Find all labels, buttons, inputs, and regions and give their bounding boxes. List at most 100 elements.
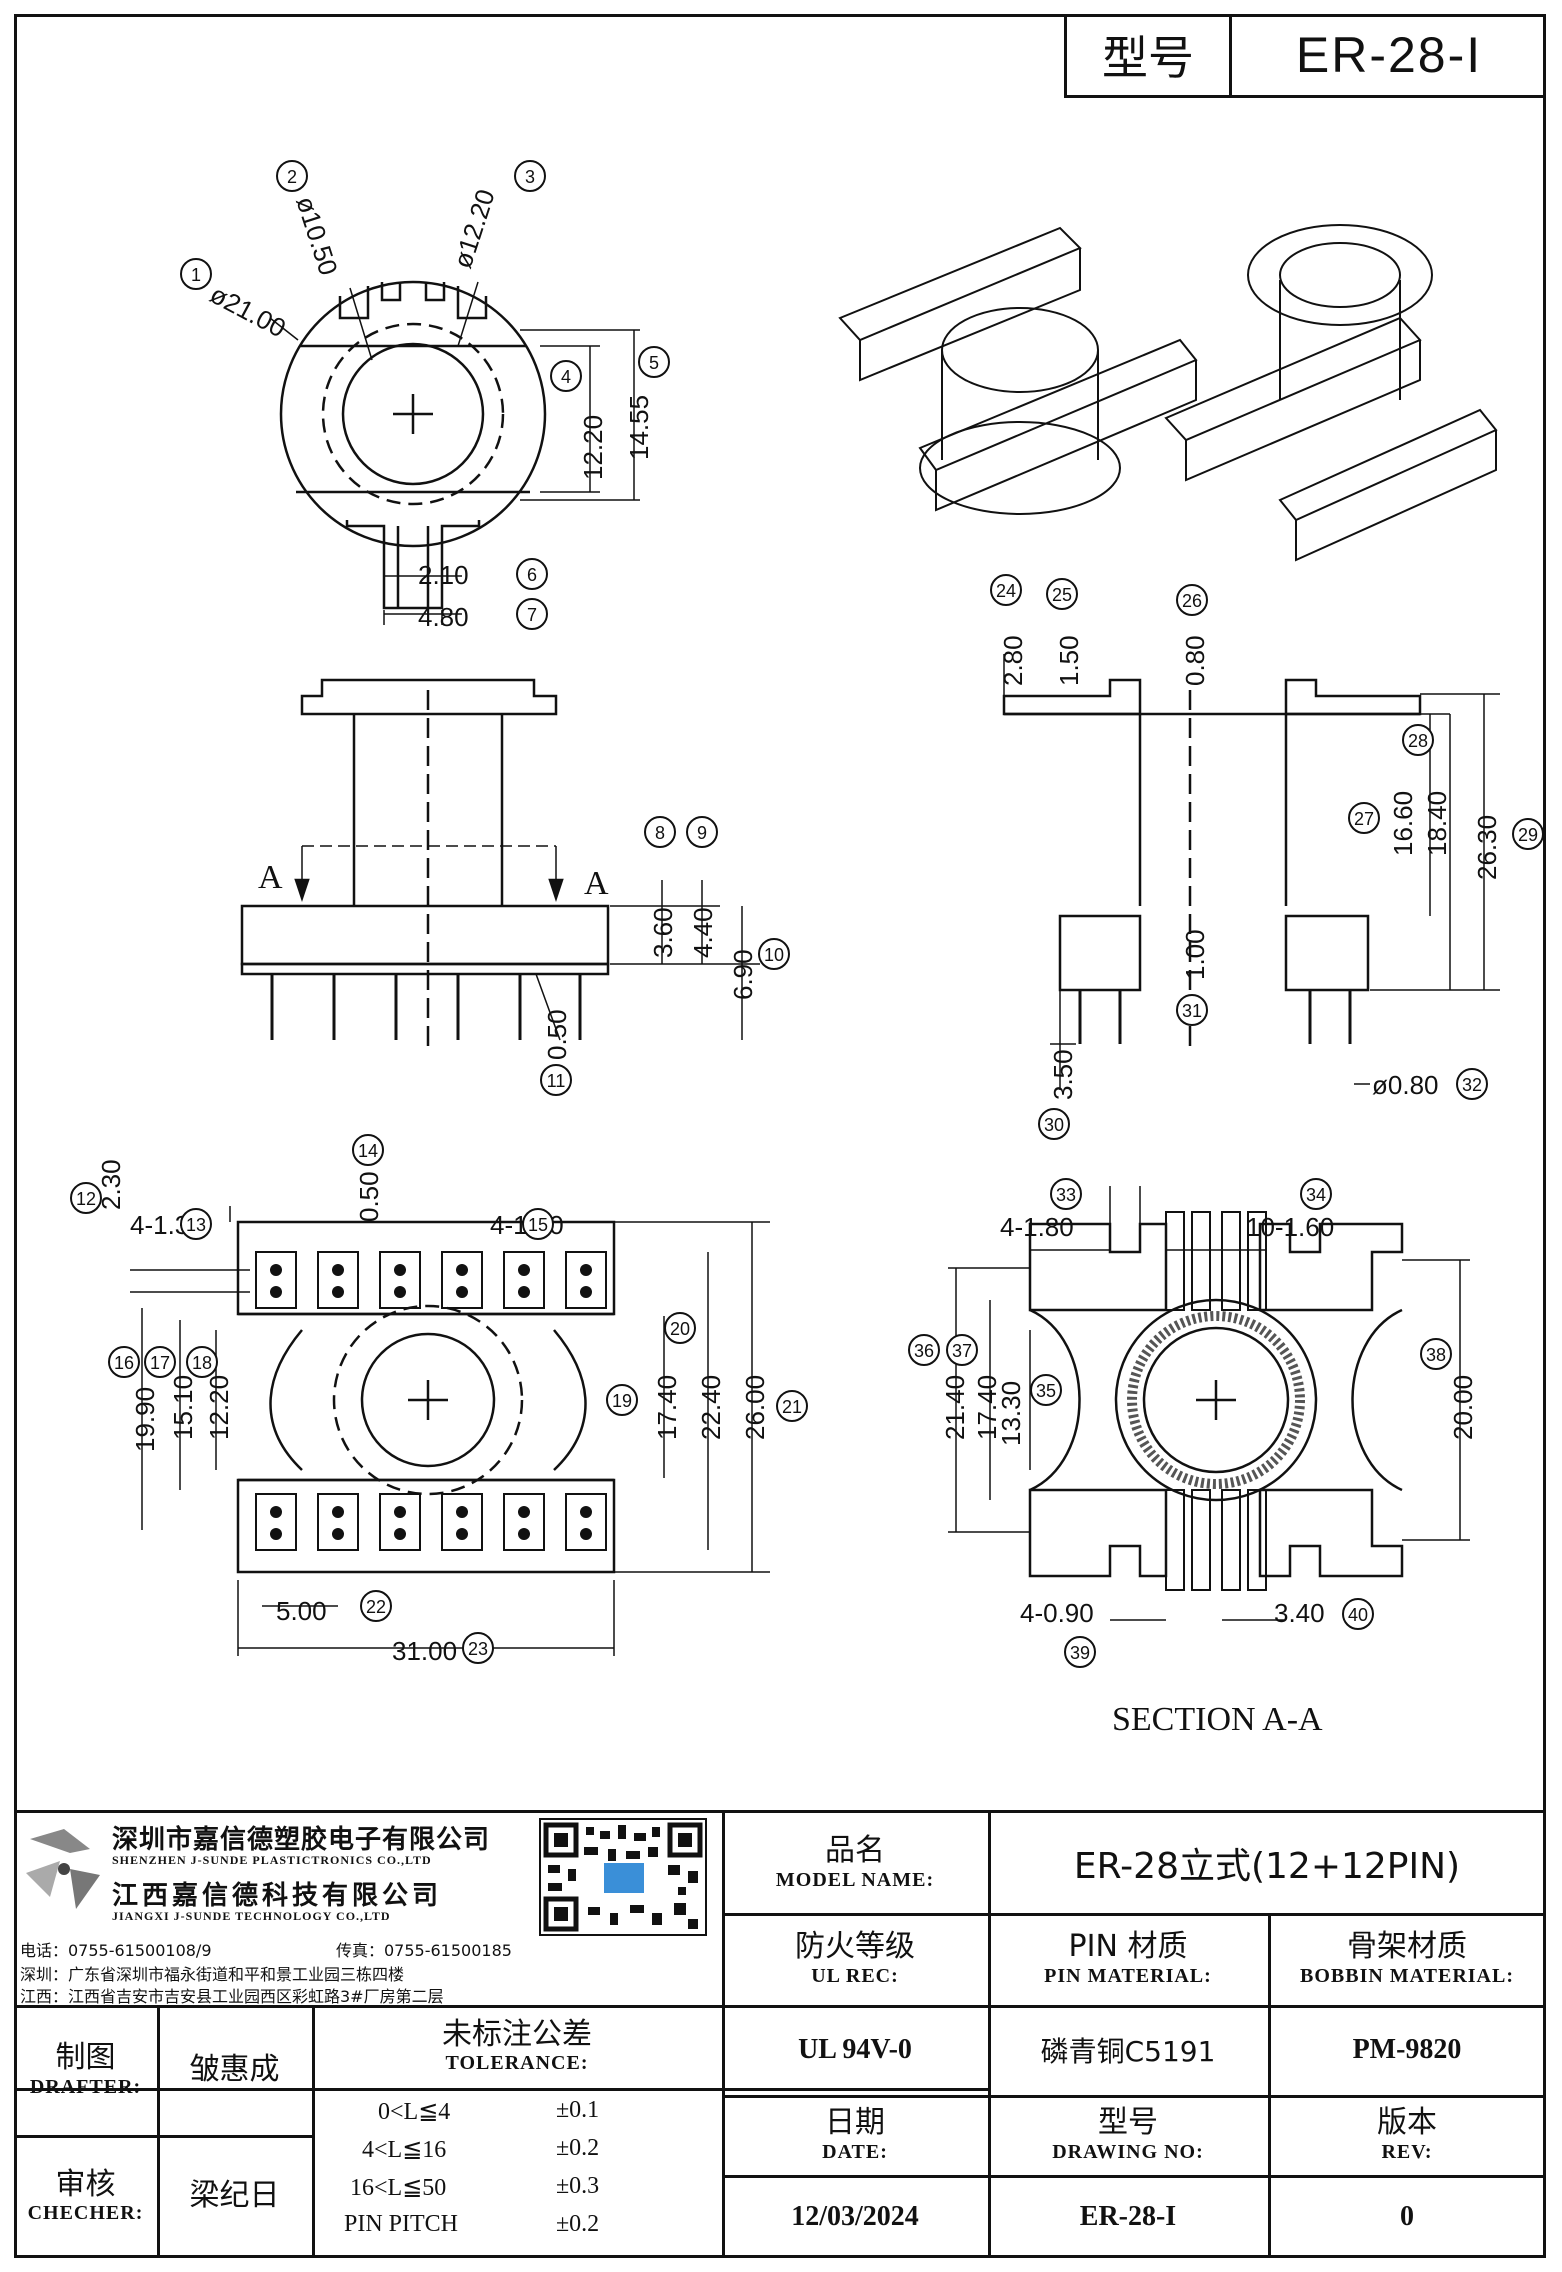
section-upper-left-lug	[1028, 1222, 1168, 1312]
dim-text-29: 26.30	[1472, 815, 1502, 880]
callout-1: 1	[180, 258, 212, 290]
model-header-key: 型号	[1067, 14, 1232, 95]
top-view	[269, 280, 640, 625]
callout-24: 24	[990, 574, 1022, 606]
ul-rec-value: UL 94V-0	[798, 2034, 912, 2065]
callout-number: 17	[150, 1353, 170, 1373]
bottom-view	[130, 1206, 770, 1656]
callout-number: 32	[1462, 1075, 1482, 1095]
callout-number: 36	[914, 1341, 934, 1361]
dim-text-26: 0.80	[1180, 635, 1210, 686]
callout-number: 16	[114, 1353, 134, 1373]
isometric-view-left	[838, 226, 1198, 515]
section-marker-left: A	[258, 859, 283, 896]
technical-drawing: ø21.00 ø10.50 ø12.20 12.20 14.55 2.10 4.…	[70, 160, 1544, 1738]
iso2-top-flange	[1247, 224, 1433, 326]
drafter-value: 皱惠成	[189, 2051, 280, 2087]
callout-number: 3	[525, 167, 535, 187]
callout-7: 7	[516, 598, 548, 630]
grid-line	[14, 2005, 1546, 2008]
callout-27: 27	[1348, 802, 1380, 834]
dim-text-9: 4.40	[688, 907, 718, 958]
dim-text-35: 13.30	[996, 1381, 1026, 1446]
callout-number: 14	[358, 1141, 378, 1161]
side-base-left	[1058, 914, 1142, 992]
dim-text-18: 12.20	[204, 1375, 234, 1440]
callout-number: 6	[527, 565, 537, 585]
callout-19: 19	[606, 1384, 638, 1416]
company-block: 深圳市嘉信德塑胶电子有限公司 SHENZHEN J-SUNDE PLASTICT…	[14, 1813, 722, 2006]
side-pins	[1078, 990, 1352, 1044]
iso2-rail-top	[1164, 316, 1422, 442]
callout-26: 26	[1176, 584, 1208, 616]
callout-number: 38	[1426, 1345, 1446, 1365]
callout-11: 11	[540, 1064, 572, 1096]
callout-3: 3	[514, 160, 546, 192]
section-lower-right-lug	[1258, 1488, 1404, 1578]
callout-28: 28	[1402, 724, 1434, 756]
bottom-dashed-circle	[332, 1304, 524, 1496]
section-arrowhead-right	[548, 878, 564, 902]
callout-30: 30	[1038, 1108, 1070, 1140]
callout-4: 4	[550, 360, 582, 392]
callout-8: 8	[644, 816, 676, 848]
bottom-core-right	[553, 1329, 587, 1471]
date-value: 12/03/2024	[791, 2200, 919, 2232]
dim-text-40: 3.40	[1274, 1598, 1325, 1628]
iso-flange-bottom	[919, 421, 1121, 515]
checker-label: 审核 CHECHER:	[27, 2166, 144, 2225]
dim-text-23: 31.00	[392, 1636, 457, 1666]
callout-17: 17	[144, 1346, 176, 1378]
dim-text-25: 1.50	[1054, 635, 1084, 686]
callout-number: 12	[76, 1189, 96, 1209]
grid-line	[722, 2175, 1546, 2178]
iso-rail-lower	[918, 338, 1198, 472]
grid-line	[988, 2095, 1546, 2098]
callout-number: 27	[1354, 809, 1374, 829]
dim-text-1: ø21.00	[205, 279, 291, 343]
callout-number: 31	[1182, 1001, 1202, 1021]
company-address-shenzhen: 深圳：广东省深圳市福永街道和平和景工业园三栋四楼	[20, 1965, 405, 1984]
iso-rail-side	[859, 248, 1081, 382]
callout-number: 29	[1518, 825, 1538, 845]
front-base	[240, 904, 610, 966]
company2-name-cn: 江西嘉信德科技有限公司	[112, 1881, 443, 1911]
grid-line	[722, 2005, 725, 2258]
dim-text-38: 20.00	[1448, 1375, 1478, 1440]
company-fax: 传真：0755-61500185	[336, 1941, 512, 1960]
callout-number: 10	[764, 945, 784, 965]
callout-number: 2	[287, 167, 297, 187]
tolerance-label: 未标注公差 TOLERANCE:	[442, 2016, 592, 2075]
callout-39: 39	[1064, 1636, 1096, 1668]
section-lower-left-lug	[1028, 1488, 1168, 1578]
callout-number: 20	[670, 1319, 690, 1339]
front-pins	[270, 974, 582, 1040]
tolerance-range-2: 4<L≦16	[362, 2137, 447, 2163]
leader-1	[269, 317, 299, 341]
callout-number: 13	[186, 1215, 206, 1235]
iso2-bore	[1279, 242, 1401, 308]
callout-number: 34	[1306, 1185, 1326, 1205]
company-phone: 电话：0755-61500108/9	[20, 1941, 212, 1960]
bore-circle	[341, 342, 485, 486]
dim-text-21: 26.00	[740, 1375, 770, 1440]
grid-line	[312, 2005, 315, 2258]
side-base-right	[1284, 914, 1370, 992]
side-flange-right	[1284, 678, 1422, 716]
tolerance-value-3: ±0.3	[556, 2173, 600, 2199]
callout-9: 9	[686, 816, 718, 848]
callout-15: 15	[522, 1208, 554, 1240]
title-block: 深圳市嘉信德塑胶电子有限公司 SHENZHEN J-SUNDE PLASTICT…	[14, 1810, 1546, 2258]
bobbin-material-label: 骨架材质 BOBBIN MATERIAL:	[1300, 1929, 1514, 1987]
tolerance-value-4: ±0.2	[556, 2211, 600, 2237]
callout-10: 10	[758, 938, 790, 970]
callout-33: 33	[1050, 1178, 1082, 1210]
dim-text-3: ø12.20	[447, 186, 501, 272]
grid-line	[722, 2095, 988, 2098]
section-inner-circle	[1142, 1326, 1290, 1474]
callout-31: 31	[1176, 994, 1208, 1026]
callout-22: 22	[360, 1590, 392, 1622]
callout-number: 40	[1348, 1605, 1368, 1625]
callout-23: 23	[462, 1632, 494, 1664]
drawing-no-value: ER-28-I	[1079, 2200, 1177, 2232]
